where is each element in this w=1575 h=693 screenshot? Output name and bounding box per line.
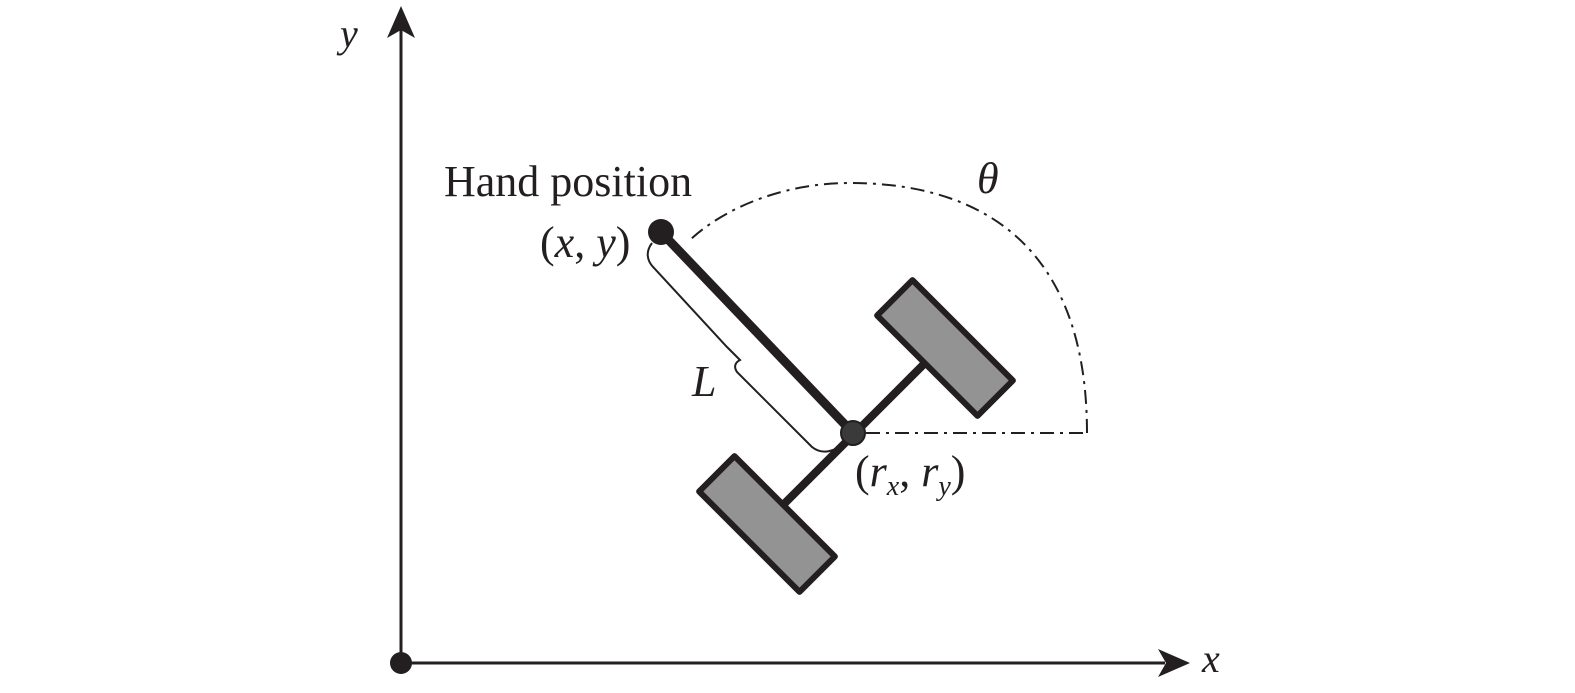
hand-coord-x: x [554,218,575,267]
hand-point [648,219,674,245]
y-axis-arrowhead [387,6,415,38]
robot-coord-open: ( [855,447,870,496]
hand-coord-sep: , [574,218,596,267]
right-wheel [874,277,1016,419]
axes [387,6,1190,677]
x-axis-label: x [1201,636,1220,681]
robot-coord-rx: r [870,447,888,496]
robot-center-point [840,420,866,446]
x-axis-arrowhead [1158,649,1190,677]
robot-coord-sep: , [899,447,921,496]
y-axis-label: y [336,11,358,56]
hand-coord-open: ( [540,218,555,267]
angle-indicator [689,181,1088,434]
hand-coordinate-label: (x, y) [540,218,630,267]
hand-coord-close: ) [616,218,631,267]
robot-coord-ry: r [921,447,939,496]
left-wheel [696,453,838,595]
length-brace [646,242,846,453]
angle-arc [689,181,1088,434]
robot-arm [657,228,857,437]
robot [648,219,1016,595]
robot-coordinate-label: (rx, ry) [855,447,965,502]
robot-coord-rx-sub: x [886,471,900,502]
length-label: L [691,357,716,406]
robot-coord-ry-sub: y [935,471,951,502]
hand-coord-y: y [592,218,616,267]
angle-label: θ [977,154,999,203]
hand-position-label: Hand position [444,157,692,206]
origin-point [390,652,412,674]
robot-coord-close: ) [951,447,966,496]
